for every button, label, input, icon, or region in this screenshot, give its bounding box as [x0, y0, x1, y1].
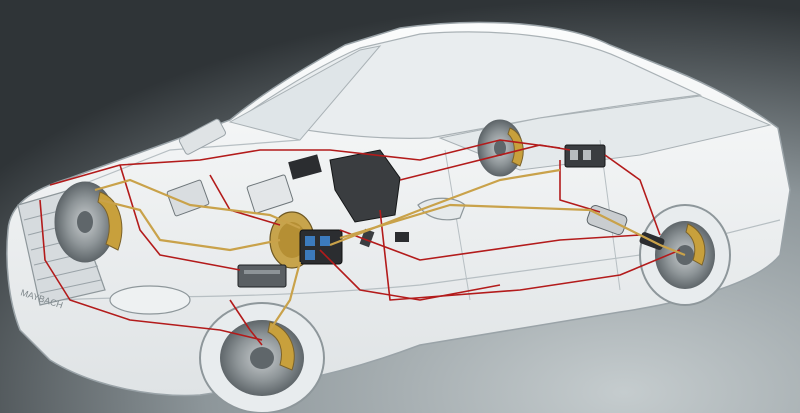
hydraulic-unit [299, 229, 343, 265]
sensor-cluster [564, 144, 606, 168]
pedal-sensor [359, 228, 375, 248]
front-left-disc [54, 181, 123, 263]
side-mirror [417, 197, 466, 221]
headlight [109, 285, 191, 315]
steering-column-module [288, 149, 401, 223]
brake-lines [94, 168, 686, 331]
windshield [228, 45, 382, 141]
rear-right-wheel [639, 204, 731, 306]
control-unit-center [246, 174, 294, 214]
electrical-wiring [39, 139, 681, 346]
car-body [6, 21, 791, 397]
front-right-wheel [199, 302, 325, 413]
hood-vent [178, 118, 226, 155]
engine-module [237, 264, 287, 288]
rear-left-disc [477, 119, 524, 177]
small-sensor [395, 232, 409, 242]
